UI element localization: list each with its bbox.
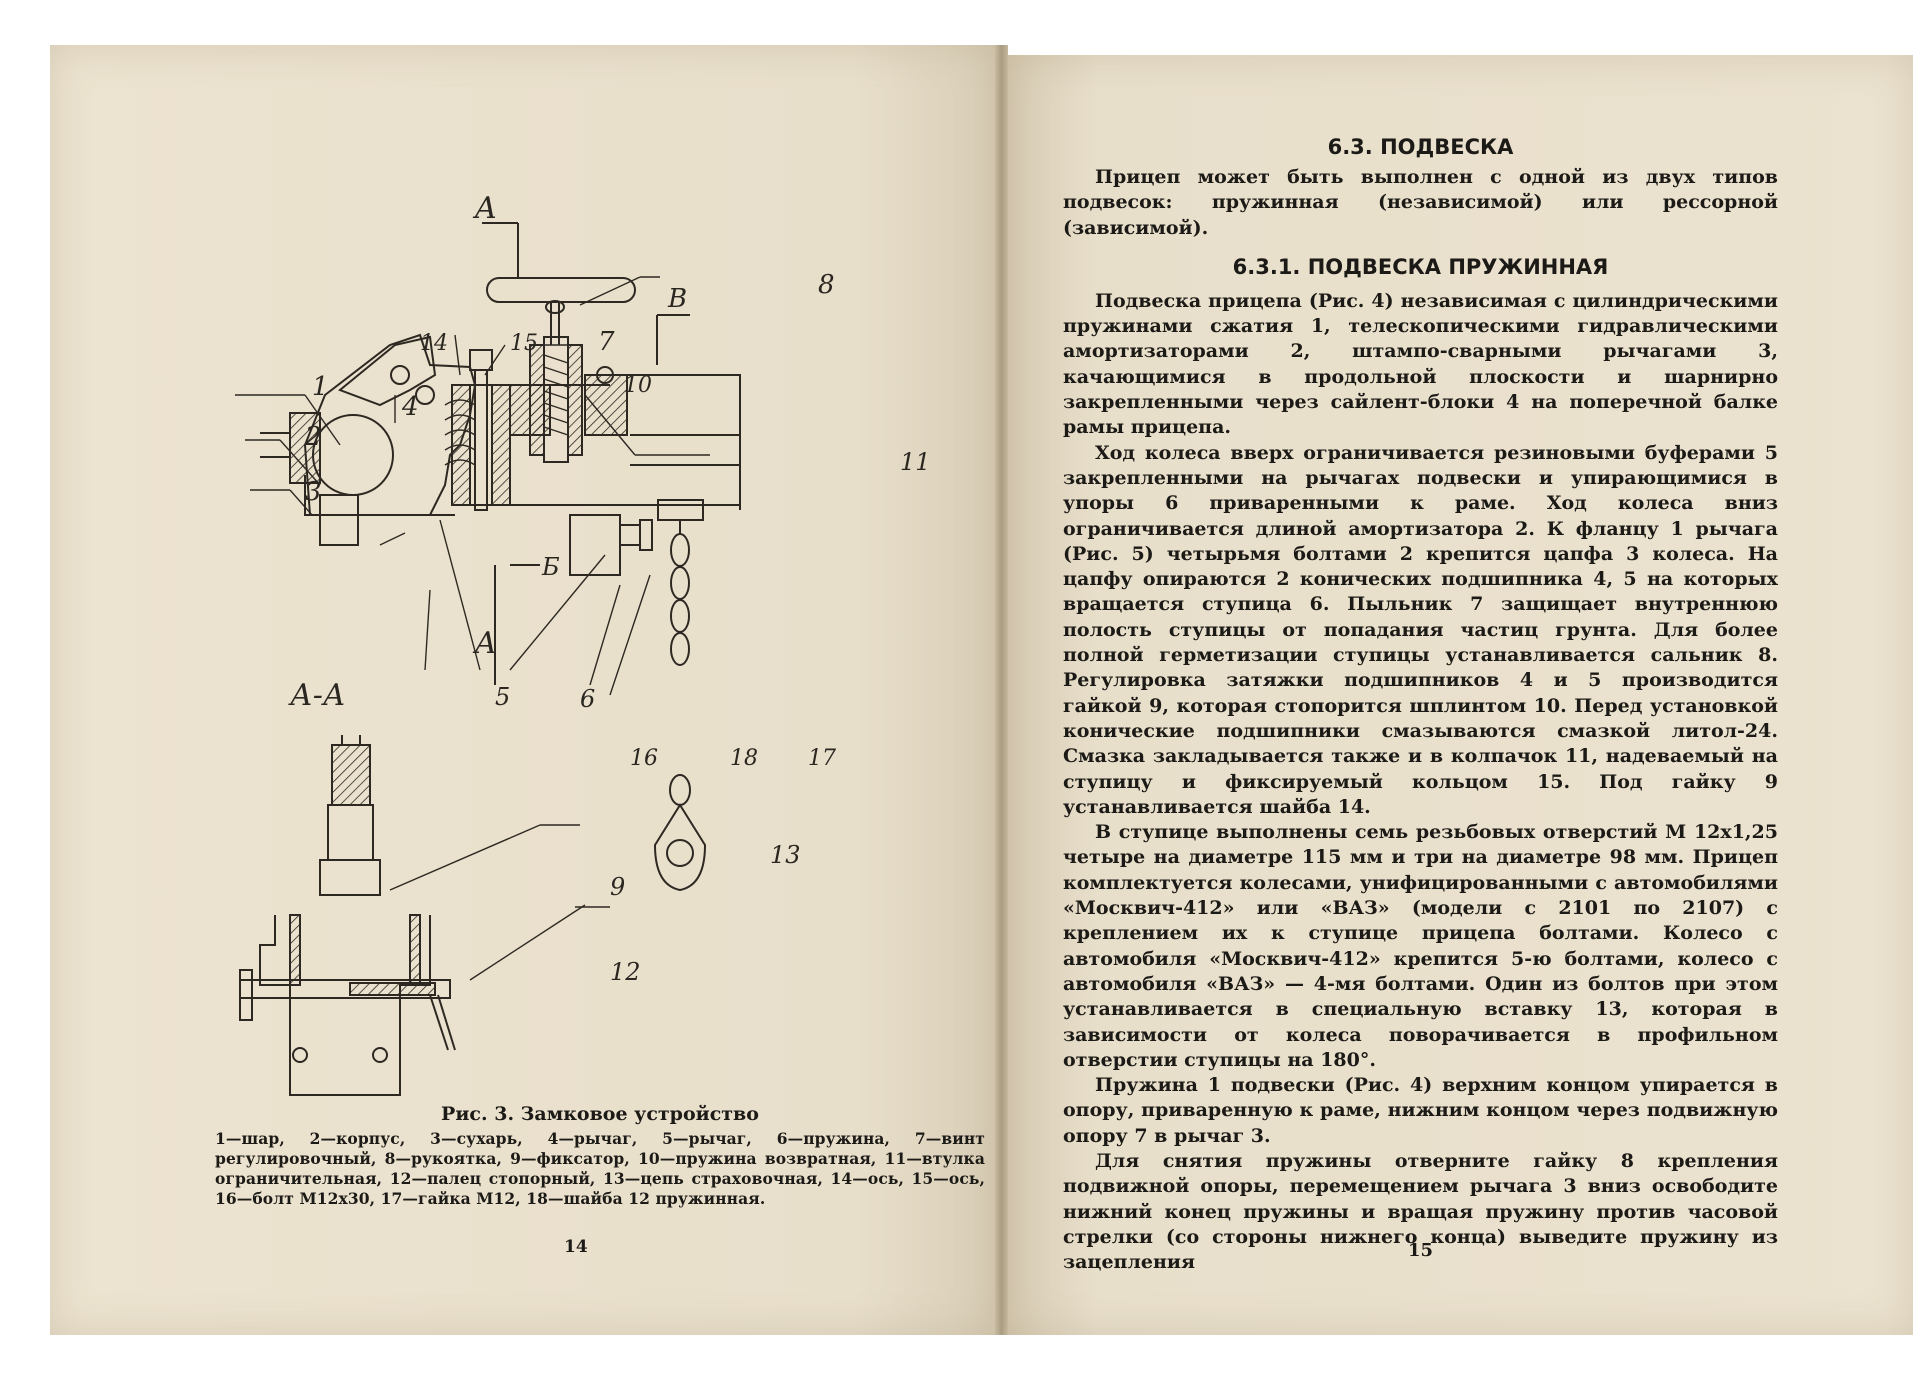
right-page-text: 6.3. ПОДВЕСКА Прицеп может быть выполнен… [1063, 135, 1778, 1275]
section-mark-a-top: A [472, 191, 519, 277]
adjusting-screw-part-7 [444, 349, 511, 511]
label-8: 8 [818, 270, 835, 300]
label-1: 1 [312, 372, 329, 402]
label-3: 3 [305, 477, 322, 507]
figure-caption: Рис. 3. Замковое устройство 1—шар, 2—кор… [215, 1103, 985, 1209]
page-number-right: 15 [1408, 1240, 1434, 1261]
label-16: 16 [630, 746, 658, 771]
ball-part-1 [260, 412, 394, 546]
part-number-labels: 1 2 3 4 5 6 7 8 9 10 11 12 13 14 15 16 1… [304, 270, 931, 986]
section-view-label: А-А [288, 678, 346, 713]
lever-part-4 [338, 335, 437, 407]
paragraph: Подвеска прицепа (Рис. 4) независимая с … [1063, 289, 1778, 439]
svg-text:A: A [472, 191, 497, 226]
label-15: 15 [510, 331, 538, 356]
paragraph: Пружина 1 подвески (Рис. 4) верхним конц… [1063, 1074, 1778, 1147]
paragraph: Для снятия пружины отверните гайку 8 кре… [1063, 1149, 1778, 1274]
page-number-left: 14 [564, 1237, 588, 1257]
label-11: 11 [900, 448, 931, 476]
caption-title: Рис. 3. Замковое устройство [441, 1103, 759, 1125]
left-page: A [50, 45, 995, 1335]
book-gutter [995, 45, 1008, 1335]
section-view-a-a [239, 735, 456, 1096]
handle-part-8 [486, 277, 636, 345]
label-5: 5 [495, 683, 510, 711]
label-2: 2 [304, 422, 322, 452]
label-6: 6 [580, 685, 595, 713]
paragraph: В ступице выполнены семь резьбовых отвер… [1063, 821, 1778, 1071]
label-17: 17 [808, 746, 836, 771]
section-title: 6.3. ПОДВЕСКА [1327, 135, 1514, 159]
label-13: 13 [770, 841, 801, 869]
right-page: 6.3. ПОДВЕСКА Прицеп может быть выполнен… [1008, 55, 1913, 1335]
subsection-title: 6.3.1. ПОДВЕСКА ПРУЖИННАЯ [1232, 254, 1609, 279]
label-7: 7 [598, 327, 615, 357]
label-9: 9 [610, 873, 625, 901]
label-10: 10 [624, 373, 652, 398]
lock-device-drawing: A [235, 191, 931, 1096]
svg-text:Б: Б [541, 553, 560, 581]
label-4: 4 [401, 392, 419, 422]
bolt-part-16 [569, 514, 653, 576]
label-18: 18 [730, 746, 758, 771]
paragraph: Ход колеса вверх ограничивается резиновы… [1063, 441, 1778, 818]
safety-chain-part-13 [653, 499, 707, 892]
label-12: 12 [610, 958, 641, 986]
svg-text:B: B [667, 284, 687, 314]
label-14: 14 [420, 331, 448, 356]
intro-paragraph: Прицеп может быть выполнен с одной из дв… [1063, 166, 1778, 239]
leader-lines [235, 276, 710, 981]
caption-text: 1—шар, 2—корпус, 3—сухарь, 4—рычаг, 5—ры… [215, 1129, 985, 1208]
